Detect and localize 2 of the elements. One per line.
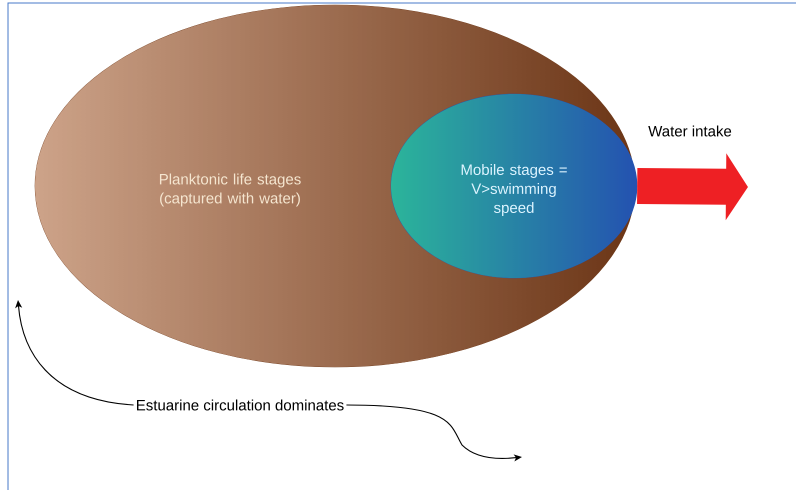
caption-text: Estuarine circulation dominates <box>137 399 344 410</box>
edge-label: Water intake <box>646 123 734 138</box>
